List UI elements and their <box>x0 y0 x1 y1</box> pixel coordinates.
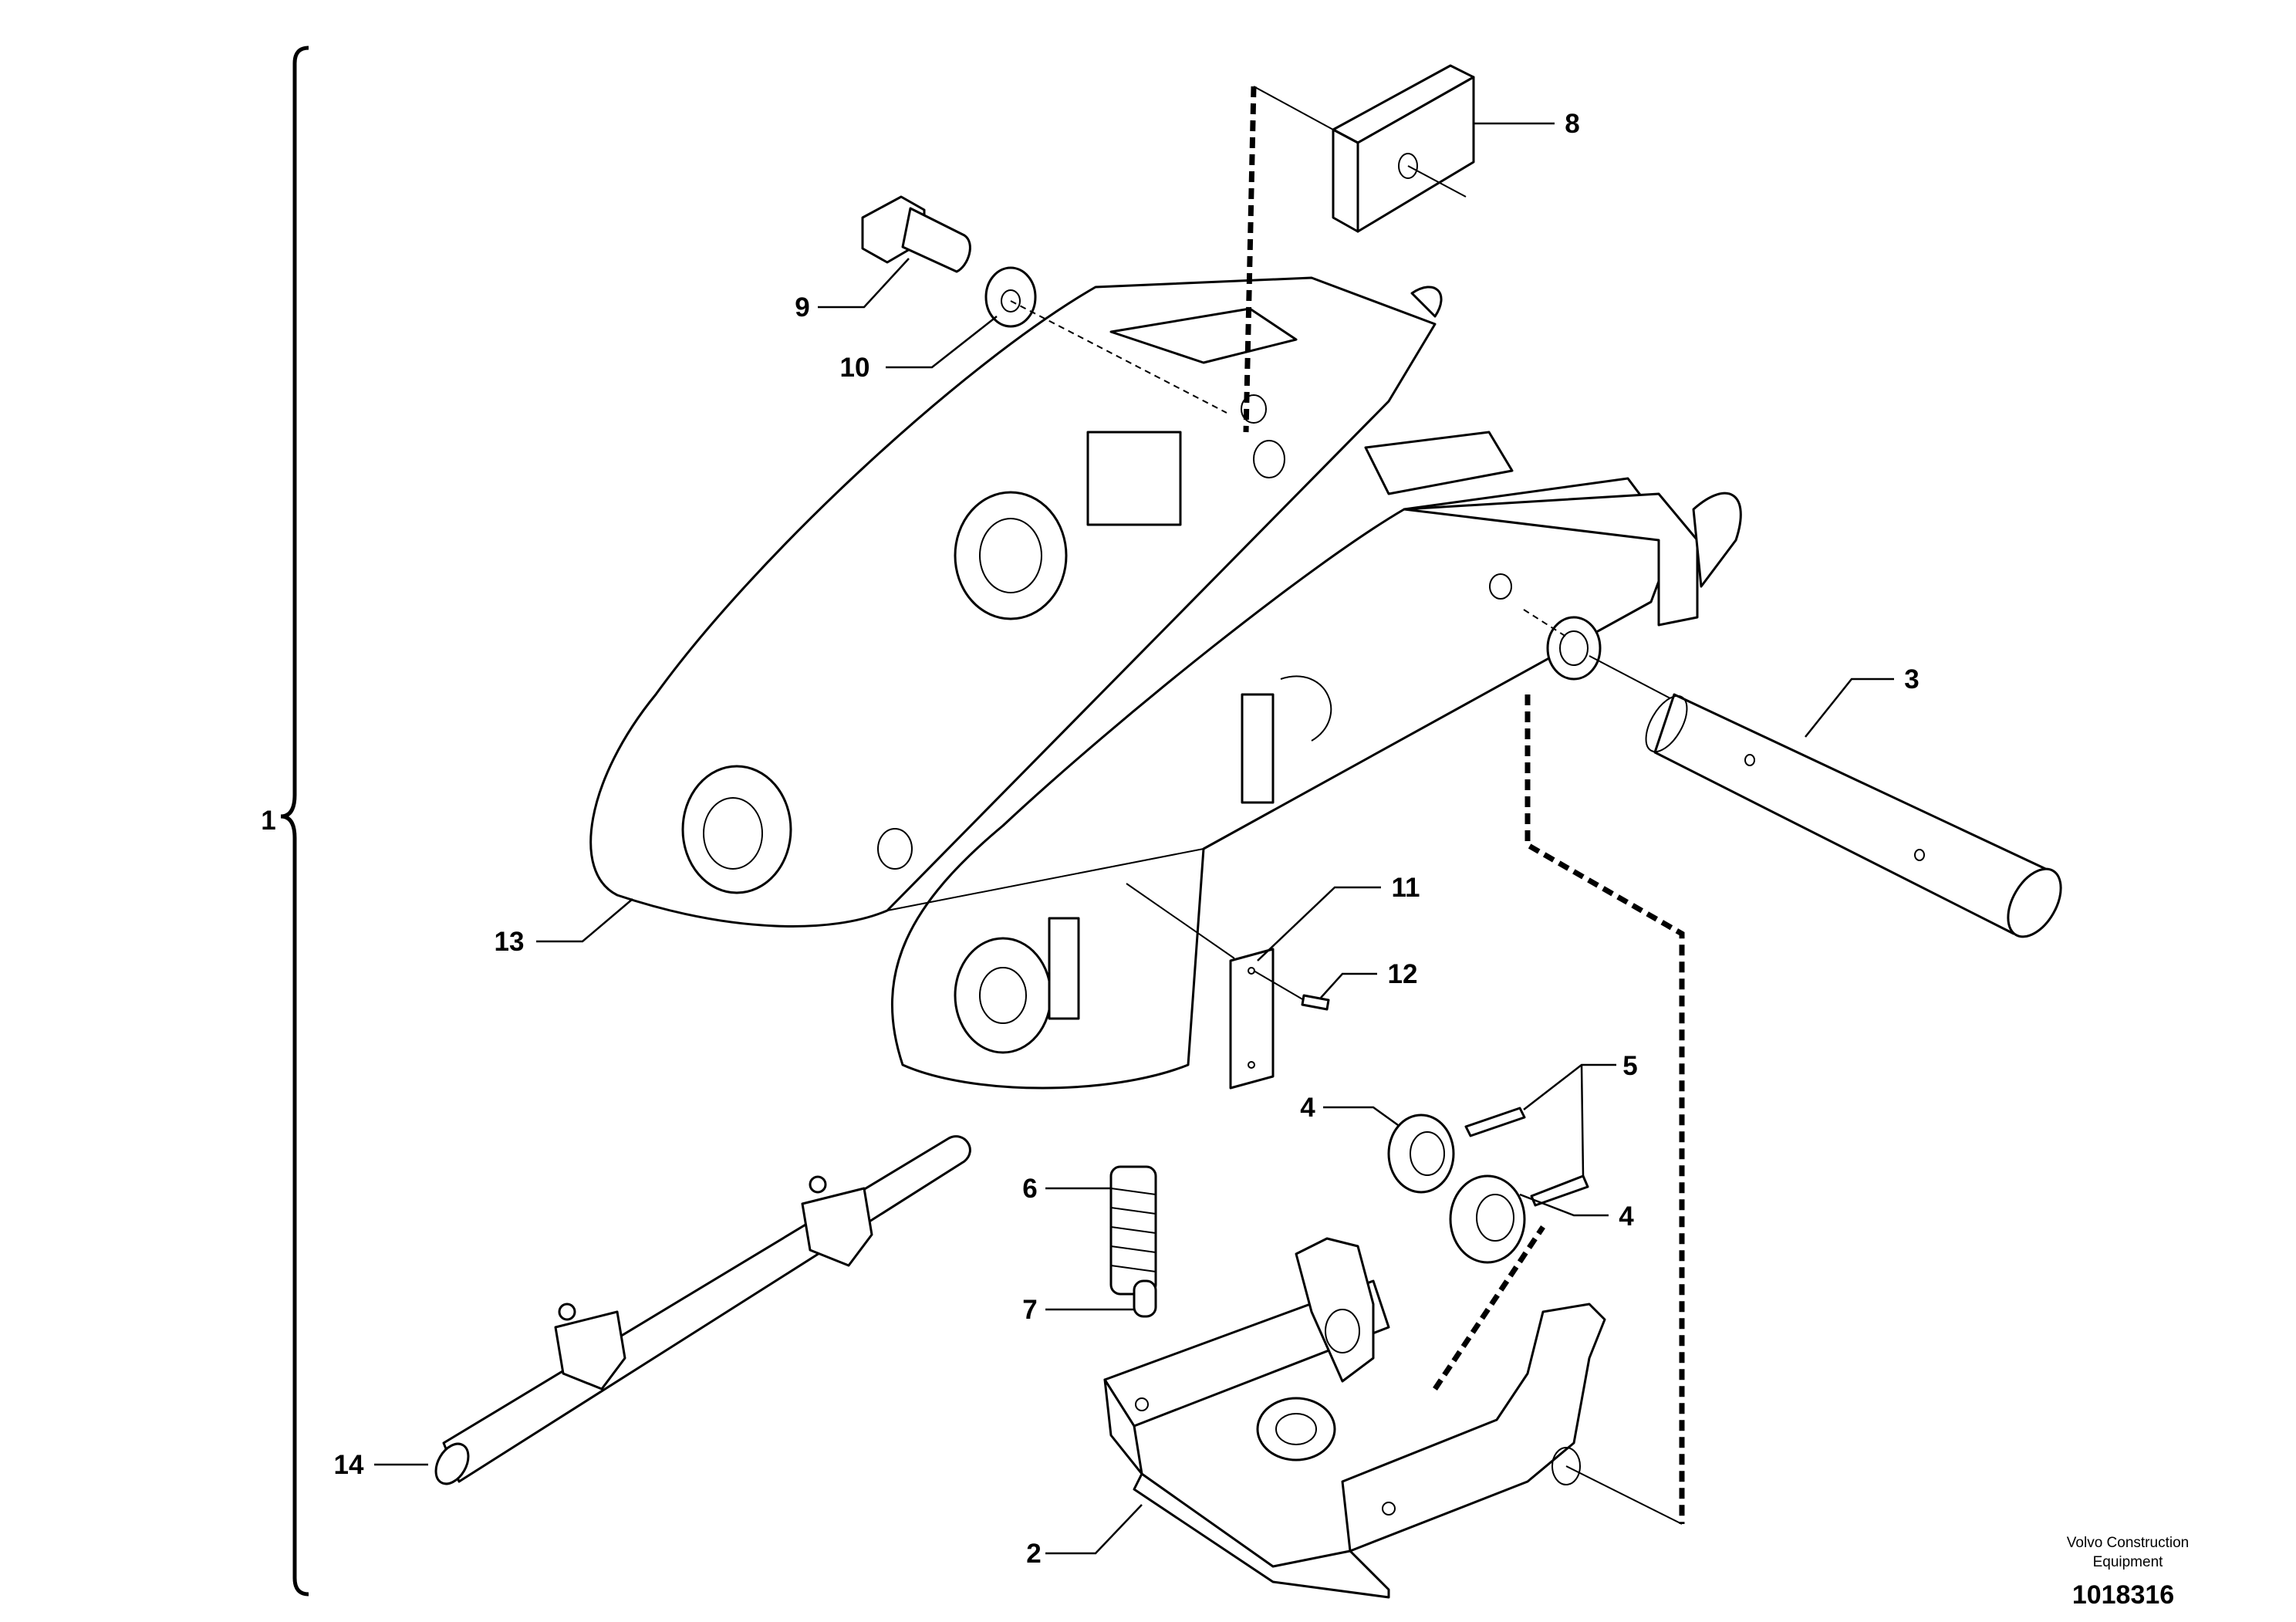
washer <box>984 266 1037 328</box>
callout-5: 5 <box>1622 1051 1637 1081</box>
bolt <box>861 195 971 273</box>
callout-14: 14 <box>334 1450 364 1480</box>
brand-line-2: Equipment <box>2093 1554 2164 1570</box>
locking-wedge <box>1103 1237 1606 1599</box>
callout-9: 9 <box>795 292 809 323</box>
valve-rod <box>434 1135 971 1485</box>
assembly-line-bushing <box>1433 1225 1545 1391</box>
callout-2: 2 <box>1026 1539 1041 1569</box>
assembly-line-pin <box>1524 694 1685 1524</box>
callout-12: 12 <box>1388 959 1418 989</box>
callout-1: 1 <box>261 806 275 836</box>
bushing-upper <box>1387 1113 1455 1194</box>
rivet-screw <box>1301 994 1330 1011</box>
roll-pin-lower <box>1530 1174 1589 1207</box>
coupler-frame <box>589 276 1742 1090</box>
wedge-block <box>1332 64 1475 233</box>
callout-4-upper: 4 <box>1300 1093 1315 1123</box>
roll-pin-upper <box>1464 1107 1526 1137</box>
callout-11: 11 <box>1392 873 1420 903</box>
brand-line-1: Volvo Construction <box>2067 1535 2189 1551</box>
spring <box>1109 1165 1157 1296</box>
document-number: 1018316 <box>2072 1580 2174 1610</box>
callout-7: 7 <box>1022 1295 1037 1325</box>
sign-plate <box>1229 948 1275 1090</box>
assembly-line-bolt <box>1010 300 1227 414</box>
callout-3: 3 <box>1904 664 1919 694</box>
callout-8: 8 <box>1565 109 1579 139</box>
callout-13: 13 <box>495 927 525 957</box>
assembly-line-wedge <box>1243 86 1257 433</box>
assembly-brace <box>280 46 309 1597</box>
callout-10: 10 <box>840 353 870 383</box>
leader-lines <box>374 122 1894 1555</box>
plunger <box>1133 1279 1157 1318</box>
callout-4-lower: 4 <box>1619 1201 1634 1232</box>
bushing-lower <box>1449 1174 1526 1264</box>
callout-6: 6 <box>1022 1174 1037 1204</box>
main-pin <box>1645 693 2062 938</box>
